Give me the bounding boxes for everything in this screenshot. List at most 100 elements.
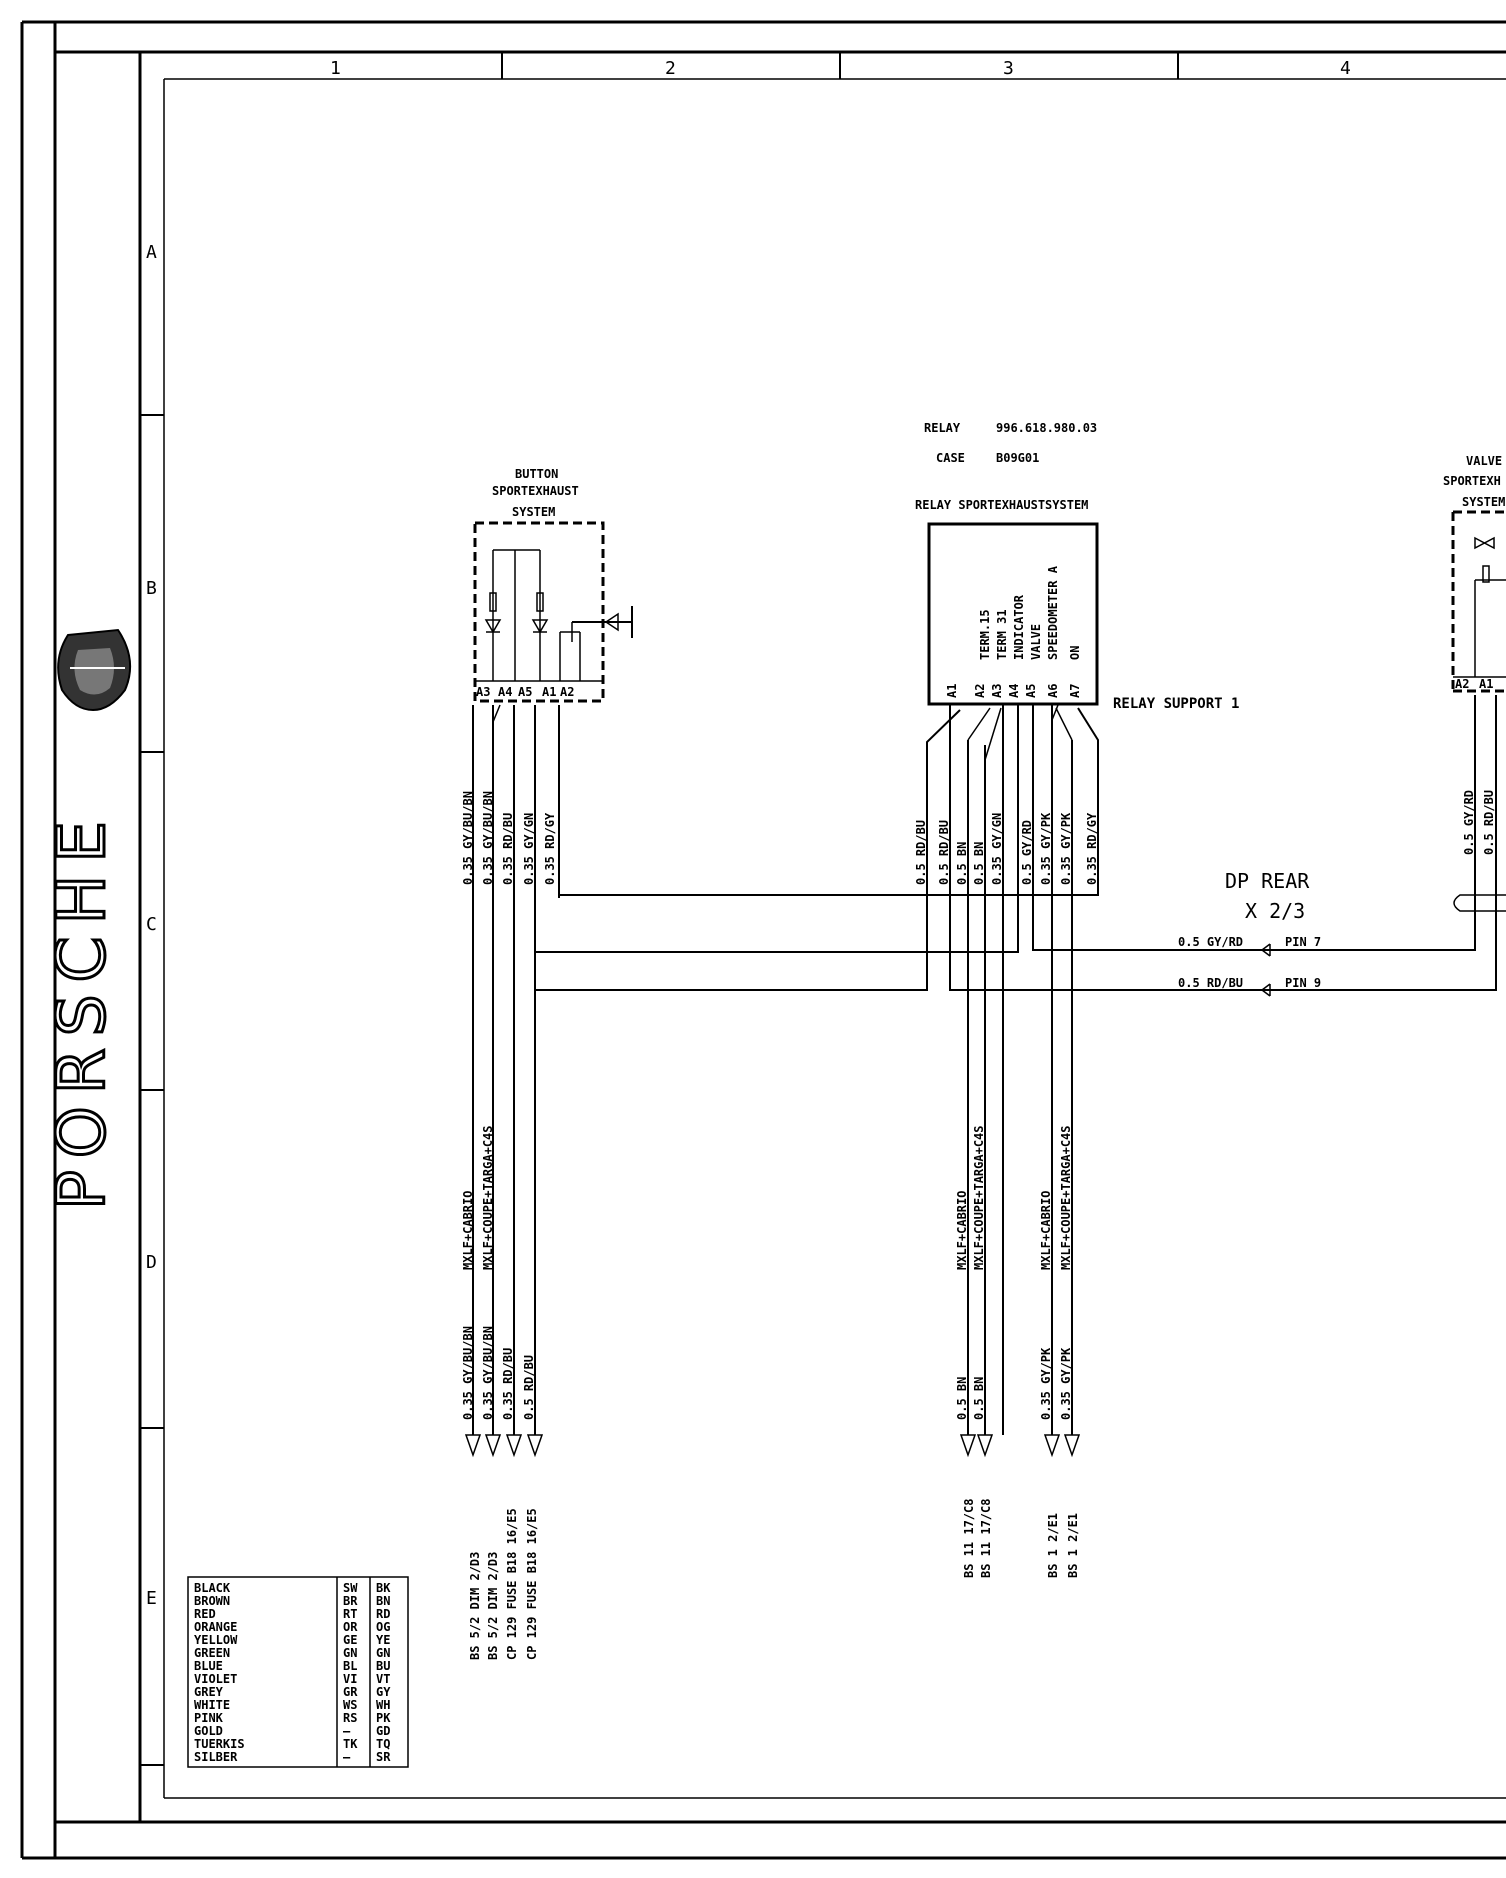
wire-label: 0.5 GY/RD bbox=[1020, 820, 1034, 885]
wire-label: 0.5 BN bbox=[955, 842, 969, 885]
legend-code-de: RT bbox=[343, 1607, 357, 1621]
case-number: B09G01 bbox=[996, 451, 1039, 465]
relay-function-label: SPEEDOMETER A bbox=[1046, 565, 1060, 660]
pin-marker-icon bbox=[1261, 983, 1280, 997]
destination-label: BS 5/2 DIM 2/D3 bbox=[468, 1552, 482, 1660]
button-pin-label: A4 bbox=[498, 685, 512, 699]
legend-code-en: GD bbox=[376, 1724, 390, 1738]
legend-color-name: BROWN bbox=[194, 1594, 230, 1608]
relay-number: 996.618.980.03 bbox=[996, 421, 1097, 435]
wire-label: 0.35 GY/PK bbox=[1059, 812, 1073, 885]
wire-label: 0.35 RD/GY bbox=[543, 812, 557, 885]
terminal-arrow-icon bbox=[464, 1434, 482, 1458]
terminal-arrow-icon bbox=[976, 1434, 994, 1458]
button-title: SPORTEXHAUST bbox=[492, 484, 579, 498]
wire-label: 0.35 GY/PK bbox=[1039, 812, 1053, 885]
porsche-crest-icon bbox=[57, 628, 132, 712]
legend-code-en: BU bbox=[376, 1659, 390, 1673]
button-title: SYSTEM bbox=[512, 505, 555, 519]
wire-label: 0.35 RD/BU bbox=[501, 813, 515, 885]
legend-code-de: GN bbox=[343, 1646, 357, 1660]
destination-label: BS 11 17/C8 bbox=[962, 1499, 976, 1578]
relay-component: RELAY SPORTEXHAUSTSYSTEM TERM.15 TERM 31… bbox=[915, 498, 1239, 712]
sheet-frame bbox=[20, 20, 1506, 1860]
legend-code-en: RD bbox=[376, 1607, 390, 1621]
row-label: C bbox=[146, 914, 157, 935]
destination-label: BS 1 2/E1 bbox=[1046, 1513, 1060, 1578]
button-pin-label: A5 bbox=[518, 685, 532, 699]
legend-code-en: YE bbox=[376, 1633, 390, 1647]
legend-code-de: GR bbox=[343, 1685, 358, 1699]
legend-color-name: PINK bbox=[194, 1711, 224, 1725]
button-pin-label: A1 bbox=[542, 685, 556, 699]
legend-color-name: WHITE bbox=[194, 1698, 230, 1712]
legend-color-name: VIOLET bbox=[194, 1672, 237, 1686]
valve-title: SPORTEXH bbox=[1443, 474, 1501, 488]
terminal-arrow-icon bbox=[505, 1434, 523, 1458]
wire-label: 0.35 GY/BU/BN bbox=[461, 791, 475, 885]
connector-wire-label: 0.5 RD/BU bbox=[1178, 976, 1243, 990]
relay-pin-label: A3 bbox=[990, 684, 1004, 698]
connector-name: DP REAR bbox=[1225, 869, 1310, 893]
variant-label: MXLF+CABRIO bbox=[1039, 1191, 1053, 1270]
brand-logo-text: PORSCHE bbox=[43, 809, 120, 1210]
relay-pin-label: A6 bbox=[1046, 684, 1060, 698]
legend-color-name: ORANGE bbox=[194, 1620, 237, 1634]
legend-code-de: BL bbox=[343, 1659, 357, 1673]
legend-code-de: — bbox=[343, 1724, 351, 1738]
valve-component: VALVE SPORTEXH SYSTEM A2 A1 0.5 GY/RD 0.… bbox=[1443, 454, 1506, 855]
variant-labels: MXLF+CABRIO MXLF+COUPE+TARGA+C4S MXLF+CA… bbox=[461, 1126, 1073, 1271]
legend-code-de: BR bbox=[343, 1594, 358, 1608]
relay-title: RELAY SPORTEXHAUSTSYSTEM bbox=[915, 498, 1088, 512]
terminal-arrow-icon bbox=[1043, 1434, 1061, 1458]
variant-label: MXLF+CABRIO bbox=[461, 1191, 475, 1270]
button-pin-label: A3 bbox=[476, 685, 490, 699]
wire-label: 0.5 RD/BU bbox=[914, 820, 928, 885]
grid-row-labels: A B C D E bbox=[146, 242, 157, 1609]
wire-label: 0.5 BN bbox=[955, 1377, 969, 1420]
wire-label: 0.5 BN bbox=[972, 1377, 986, 1420]
button-pin-label: A2 bbox=[560, 685, 574, 699]
destination-label: BS 1 2/E1 bbox=[1066, 1513, 1080, 1578]
wire-routes bbox=[472, 695, 1506, 1435]
wire-label: 0.5 RD/BU bbox=[522, 1355, 536, 1420]
variant-label: MXLF+COUPE+TARGA+C4S bbox=[481, 1126, 495, 1271]
dp-rear-connector: DP REAR X 2/3 0.5 GY/RD PIN 7 0.5 RD/BU … bbox=[1178, 869, 1321, 997]
row-label: D bbox=[146, 1252, 157, 1273]
button-component: BUTTON SPORTEXHAUST SYSTEM A3 A4 A5 A1 A… bbox=[473, 467, 633, 703]
wire-label: 0.35 GY/PK bbox=[1039, 1347, 1053, 1420]
column-label: 3 bbox=[1003, 58, 1014, 79]
case-label: CASE bbox=[936, 451, 965, 465]
valve-wire-label: 0.5 GY/RD bbox=[1462, 790, 1476, 855]
legend-color-name: YELLOW bbox=[194, 1633, 238, 1647]
wire-label: 0.35 GY/GN bbox=[522, 813, 536, 885]
legend-code-en: GN bbox=[376, 1646, 390, 1660]
legend-code-de: SW bbox=[343, 1581, 358, 1595]
wire-label: 0.5 BN bbox=[972, 842, 986, 885]
relay-pin-label: A1 bbox=[945, 684, 959, 698]
legend-code-de: TK bbox=[343, 1737, 358, 1751]
legend-code-de: RS bbox=[343, 1711, 357, 1725]
column-label: 4 bbox=[1340, 58, 1351, 79]
terminal-arrow-icon bbox=[959, 1434, 977, 1458]
legend-code-en: WH bbox=[376, 1698, 390, 1712]
valve-title: SYSTEM bbox=[1462, 495, 1505, 509]
legend-code-de: VI bbox=[343, 1672, 357, 1686]
legend-color-name: GREY bbox=[194, 1685, 224, 1699]
wire-label: 0.35 GY/PK bbox=[1059, 1347, 1073, 1420]
wire-label: 0.35 RD/BU bbox=[501, 1348, 515, 1420]
valve-title: VALVE bbox=[1466, 454, 1502, 468]
relay-function-label: TERM.15 bbox=[978, 609, 992, 660]
wire-label: 0.5 RD/BU bbox=[937, 820, 951, 885]
legend-color-name: GREEN bbox=[194, 1646, 230, 1660]
relay-pin-label: A2 bbox=[973, 684, 987, 698]
terminal-arrows bbox=[464, 1434, 1081, 1458]
variant-label: MXLF+COUPE+TARGA+C4S bbox=[972, 1126, 986, 1271]
row-label: B bbox=[146, 578, 157, 599]
legend-code-en: TQ bbox=[376, 1737, 390, 1751]
legend-color-name: GOLD bbox=[194, 1724, 223, 1738]
pin-marker-icon bbox=[1261, 943, 1280, 957]
legend-code-de: GE bbox=[343, 1633, 357, 1647]
wire-label: 0.35 GY/BU/BN bbox=[461, 1326, 475, 1420]
row-label: A bbox=[146, 242, 157, 263]
